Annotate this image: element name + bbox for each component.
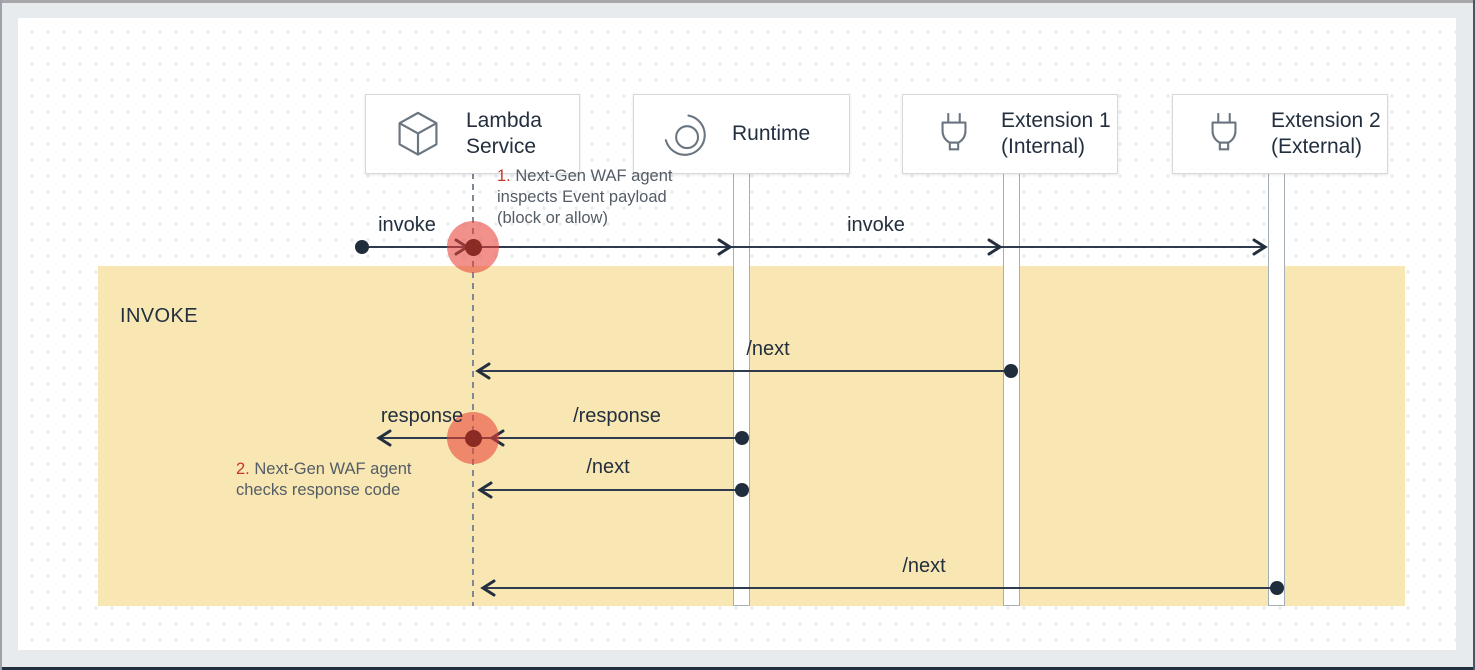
plug-icon [1211, 113, 1237, 151]
arrowhead-invoke-runtime [717, 238, 733, 256]
frame-border-right [1473, 0, 1475, 670]
waf-intercept-dot-1 [464, 238, 482, 256]
message-label-next-1: /next [746, 338, 790, 360]
frame-border-left [0, 0, 2, 670]
response-origin-dot [735, 431, 749, 445]
next2-origin-dot [735, 483, 749, 497]
actor-extension-1: Extension 1 (Internal) [902, 94, 1118, 174]
message-label-response-in: /response [573, 405, 661, 427]
invoke-origin-dot [355, 240, 369, 254]
arrowhead-next3 [480, 579, 496, 597]
next1-origin-dot [1004, 364, 1018, 378]
arrowhead-next2 [477, 481, 493, 499]
message-label-next-2: /next [586, 456, 630, 478]
actor-label-extension-2: Extension 2 (External) [1271, 109, 1381, 158]
message-label-next-3: /next [902, 555, 946, 577]
message-label-invoke-2: invoke [847, 214, 905, 236]
waf-note-2: 2. Next-Gen WAF agent checks response co… [236, 460, 412, 499]
cube-icon [398, 111, 438, 156]
next3-origin-dot [1270, 581, 1284, 595]
waf-note-1: 1. Next-Gen WAF agent inspects Event pay… [497, 167, 673, 227]
actor-label-extension-1: Extension 1 (Internal) [1001, 109, 1111, 158]
actor-runtime: Runtime [633, 94, 850, 174]
frame-border-bottom [0, 667, 1475, 670]
invoke-phase-band: INVOKE [98, 266, 1405, 606]
waf-note-2-number: 2. [236, 460, 250, 478]
frame-border-top [0, 0, 1475, 3]
invoke-phase-label: INVOKE [120, 305, 198, 327]
message-label-response-out: response [380, 405, 464, 427]
actor-label-lambda-service: Lambda Service [466, 109, 542, 158]
message-arrows-layer [355, 238, 1284, 597]
arrowhead-invoke-ext1 [987, 238, 1003, 256]
arrowhead-response-out [376, 429, 392, 447]
lambda-service-lifeline [472, 173, 474, 606]
actor-label-runtime: Runtime [732, 122, 811, 146]
arrowhead-invoke-ext2 [1252, 238, 1268, 256]
waf-note-1-number: 1. [497, 167, 511, 185]
runtime-cycle-icon [664, 114, 706, 156]
arrowhead-next1 [475, 362, 491, 380]
message-label-invoke-1: invoke [378, 214, 436, 236]
sequence-diagram-panel: INVOKE [18, 18, 1456, 650]
actor-extension-2: Extension 2 (External) [1172, 94, 1388, 174]
waf-intercept-dot-2 [464, 429, 482, 447]
actor-lambda-service: Lambda Service [365, 94, 580, 174]
plug-icon [941, 113, 967, 151]
